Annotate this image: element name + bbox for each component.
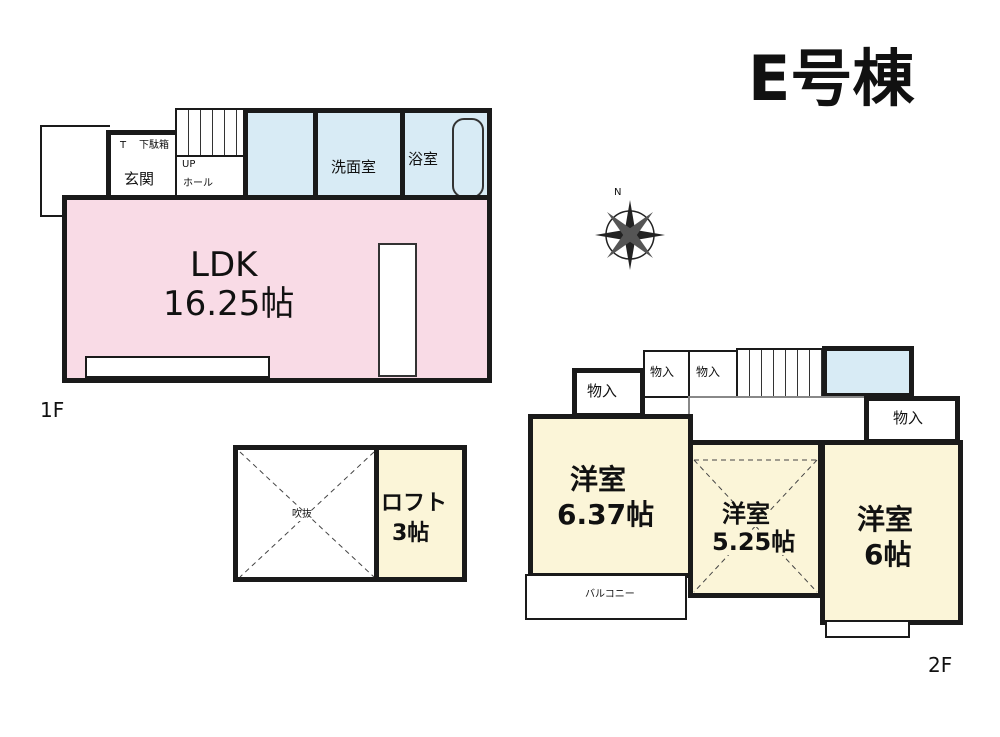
balcony-label: バルコニー (585, 589, 635, 600)
room-a-size: 6.37帖 (557, 498, 655, 531)
compass-north-label: N (614, 187, 622, 198)
void-label: 吹抜 (292, 509, 312, 521)
storage-c-label: 物入 (696, 365, 721, 379)
room-c (820, 440, 963, 625)
balcony-1f (85, 356, 270, 378)
room-b-size: 5.25帖 (712, 528, 796, 556)
storage-a-label: 物入 (587, 382, 618, 400)
bathroom-label: 浴室 (408, 150, 439, 168)
balcony-room-c (825, 620, 910, 638)
up-label: UP (182, 159, 196, 170)
building-title: E号棟 (748, 42, 915, 115)
washroom-label: 洗面室 (331, 158, 377, 176)
ldk-name: LDK (190, 245, 258, 285)
shoe-box-label: 下駄箱 (139, 140, 169, 151)
kitchen-counter (378, 243, 417, 377)
shoe-box-t: T (120, 140, 127, 151)
room-c-size: 6帖 (864, 538, 912, 571)
storage-b-label: 物入 (650, 365, 675, 379)
floor2-label: 2F (928, 653, 953, 677)
ldk (62, 195, 492, 383)
entrance-label: 玄関 (124, 170, 155, 188)
room-b-name: 洋室 (722, 500, 770, 528)
toilet-2f (822, 346, 914, 398)
ldk-size: 16.25帖 (163, 284, 295, 324)
room-c-name: 洋室 (857, 503, 914, 536)
storage-d-label: 物入 (893, 409, 924, 427)
loft-size: 3帖 (392, 521, 430, 546)
room-a-name: 洋室 (570, 463, 627, 496)
loft (374, 445, 467, 582)
balcony-2f (525, 574, 687, 620)
floor1-label: 1F (40, 398, 65, 422)
hall-label: ホール (183, 178, 213, 189)
loft-name: ロフト (381, 491, 448, 516)
